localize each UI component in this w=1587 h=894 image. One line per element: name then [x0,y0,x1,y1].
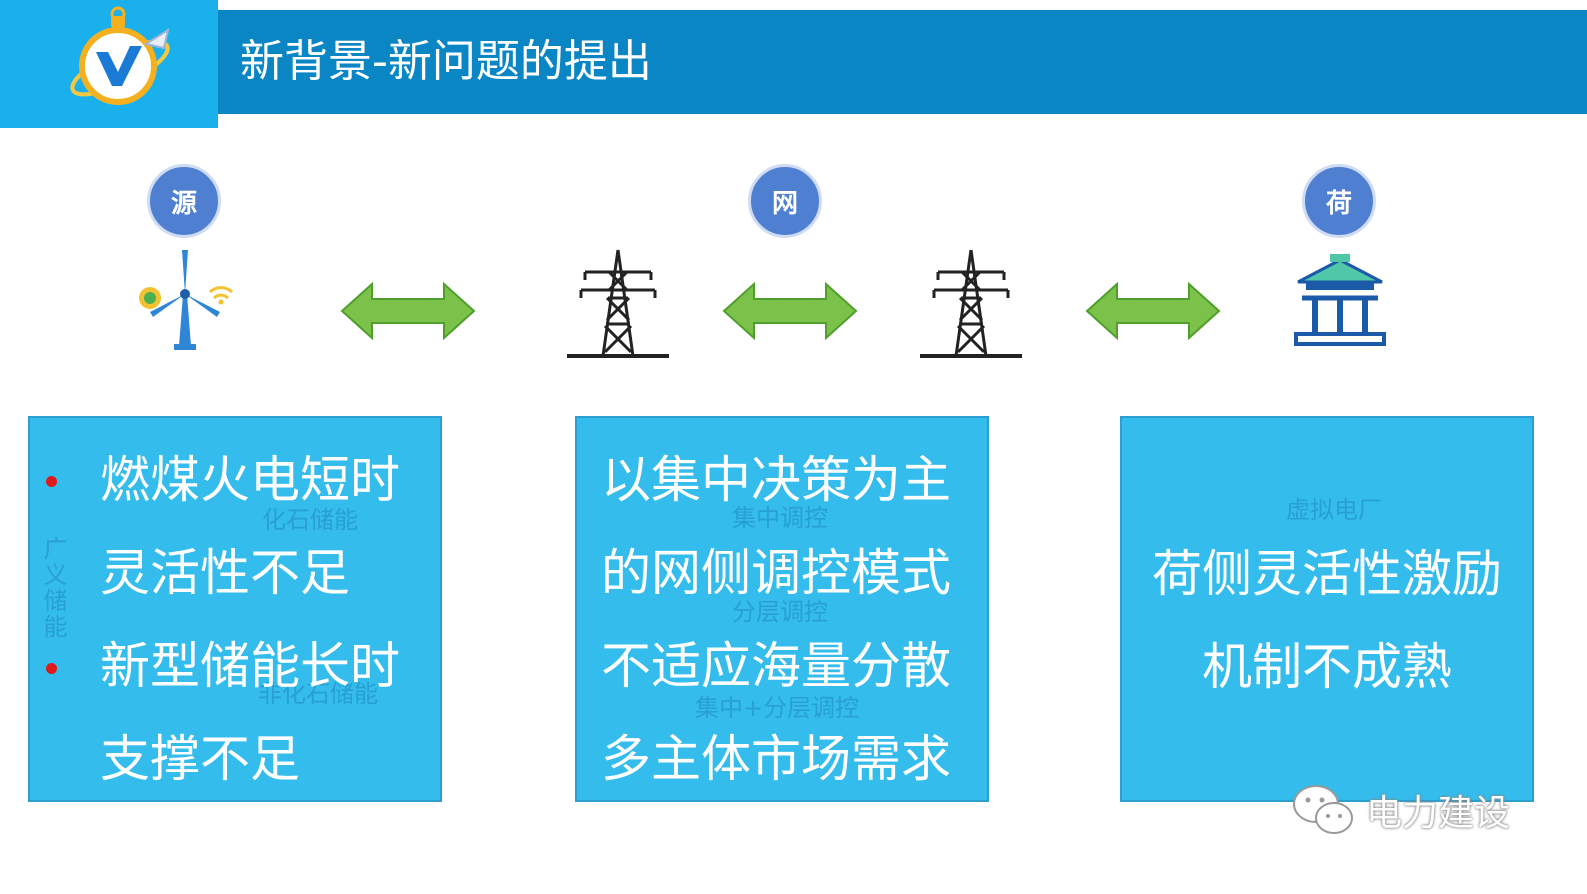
card-source-bg-label-1: 化石储能 [262,506,358,534]
badge-grid: 网 [748,164,822,238]
card-source-line-2: 灵活性不足 [100,544,350,602]
card-source-bg-label-2: 非化石储能 [258,680,378,708]
double-arrow-icon-3 [1085,281,1221,341]
page-title: 新背景-新问题的提出 [240,36,652,87]
logo-tab [0,0,218,128]
card-source-vertical-label: 广义储能 [39,536,67,640]
bullet-dot-1 [46,476,57,487]
watermark: 电力建设 [1290,780,1510,840]
double-arrow-icon-1 [340,281,476,341]
double-arrow-icon-2 [722,281,858,341]
card-grid-bg-label-2: 分层调控 [732,598,828,626]
card-grid-line-3: 不适应海量分散 [601,637,951,695]
card-load-bg-label-1: 虚拟电厂 [1286,496,1382,524]
building-icon [1294,254,1386,346]
transmission-tower-icon-1 [567,249,669,358]
card-grid-line-1: 以集中决策为主 [601,451,951,509]
card-source-line-4: 支撑不足 [100,730,300,788]
card-load: 虚拟电厂 荷侧灵活性激励 机制不成熟 [1120,416,1534,802]
wechat-icon [1293,785,1353,834]
bullet-dot-2 [46,663,57,674]
badge-source: 源 [147,164,221,238]
card-source: 广义储能 化石储能 非化石储能 燃煤火电短时 灵活性不足 新型储能长时 支撑不足 [28,416,442,802]
transmission-tower-icon-2 [920,249,1022,358]
card-source-line-3: 新型储能长时 [100,637,400,695]
card-grid-line-2: 的网侧调控模式 [601,544,951,602]
card-load-line-2: 机制不成熟 [1202,638,1452,696]
watermark-text: 电力建设 [1366,793,1511,834]
wind-turbine-icon [139,250,234,350]
header-bar [0,10,1587,114]
card-grid-line-4: 多主体市场需求 [601,730,951,788]
card-source-line-1: 燃煤火电短时 [100,451,400,509]
card-grid-bg-label-1: 集中调控 [732,504,828,532]
card-load-line-1: 荷侧灵活性激励 [1152,545,1502,603]
card-grid-bg-label-3: 集中+分层调控 [695,694,860,722]
badge-load: 荷 [1302,164,1376,238]
card-grid: 集中调控 分层调控 集中+分层调控 以集中决策为主 的网侧调控模式 不适应海量分… [575,416,989,802]
stopwatch-logo-icon [70,6,170,105]
